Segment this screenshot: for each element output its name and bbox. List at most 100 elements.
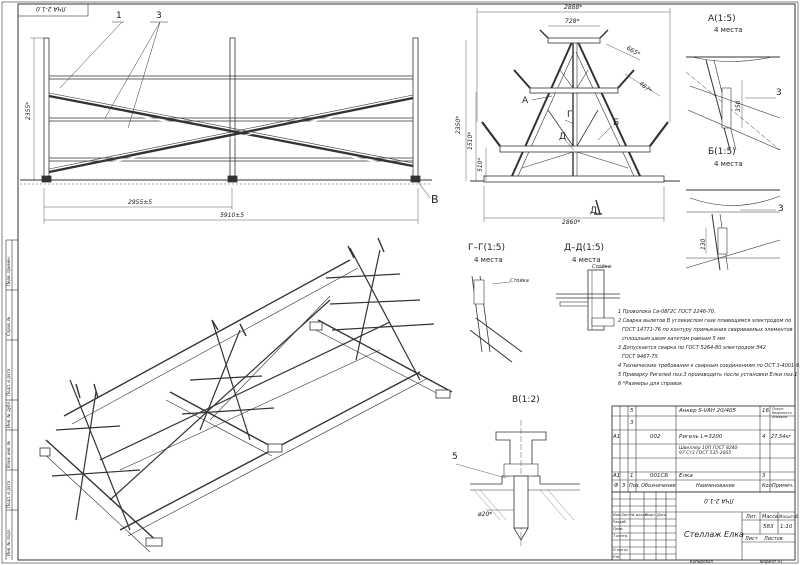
title-row-ncontrol: Н.контр. xyxy=(613,548,629,552)
spec-header-name: Наименование xyxy=(696,483,735,489)
detail-a xyxy=(685,56,781,151)
detail-d-title: Д–Д(1:5) xyxy=(564,243,605,253)
side-stamp: Подп. и дата xyxy=(6,368,11,396)
spec-row-anchor-note: Покуп. Ведомость Анкеров xyxy=(772,407,792,419)
note-line: 3 Допускается сварка по ГОСТ 5264-80 эле… xyxy=(618,345,766,351)
spec-header-zone: З xyxy=(622,483,626,489)
side-low-height-dim: 510* xyxy=(477,157,484,172)
title-block-designation: ЛЧА 2-1.0 xyxy=(704,497,735,504)
title-format: Формат А1 xyxy=(760,559,783,564)
detail-v xyxy=(455,420,580,548)
title-row-change: Изм. xyxy=(613,513,622,517)
detail-a-callout: 3 xyxy=(776,88,782,98)
side-mark-d-bottom: Д xyxy=(590,206,598,216)
title-block xyxy=(611,491,796,561)
isometric-view xyxy=(39,237,453,553)
detail-d-tag: Стойка xyxy=(592,264,611,270)
note-line: 1 Проволока Св-08Г2С ГОСТ 2246-70. xyxy=(618,309,716,315)
spec-row-anchor-qty: 16 xyxy=(762,408,769,414)
detail-g xyxy=(469,275,523,363)
spec-row-rigel-designation: 002 xyxy=(650,434,661,440)
detail-b-title: Б(1:5) xyxy=(708,147,736,157)
side-stamp: Взам. инв. № xyxy=(6,440,11,468)
title-block-name: Стеллаж Елка xyxy=(684,530,744,539)
detail-v-dim: ø20* xyxy=(478,511,493,518)
note-line: 4 Технические требования к сварным соеди… xyxy=(618,363,800,369)
title-copied: Копировал xyxy=(690,559,713,564)
note-line: сплошным швом катетом равным 5 мм xyxy=(622,336,725,342)
section-mark-v: В xyxy=(431,193,439,206)
spec-header-pos: Поз. xyxy=(629,483,641,489)
detail-b xyxy=(685,189,781,271)
notes-block: 1 Проволока Св-08Г2С ГОСТ 2246-70. 2 Сва… xyxy=(618,308,800,389)
detail-v-callout: 5 xyxy=(452,452,458,462)
detail-b-callout: 3 xyxy=(778,204,784,214)
spec-row-tree-pos: 1 xyxy=(630,473,634,479)
side-stamp: Подп. и дата xyxy=(6,480,11,508)
spec-row-rigel-fmt: А1 xyxy=(613,434,621,440)
spec-header-note: Примеч. xyxy=(772,483,794,489)
detail-v-title: В(1:2) xyxy=(512,395,540,405)
corner-stamp: ЛЧА 2-1.0 xyxy=(36,5,67,12)
spec-row-tree-name: Елка xyxy=(679,473,693,479)
front-total-length-dim: 5910±5 xyxy=(220,212,245,219)
title-row-developed: Разраб. xyxy=(613,520,627,524)
detail-b-subtitle: 4 места xyxy=(714,160,743,168)
title-scale-value: 1:10 xyxy=(780,524,793,530)
spec-row-rigel-mass: 27.54кг xyxy=(771,434,791,440)
front-height-dim: 2355* xyxy=(25,101,32,120)
side-bottom-width-dim: 2860* xyxy=(562,219,581,226)
spec-row-rigel-pos: 3 xyxy=(630,420,634,426)
detail-a-subtitle: 4 места xyxy=(714,26,743,34)
front-half-length-dim: 2955±5 xyxy=(128,199,153,206)
corner-stamp-box xyxy=(17,3,89,17)
side-view xyxy=(465,8,680,222)
title-row-approved: Утв. xyxy=(613,555,621,559)
side-mark-g: Г xyxy=(567,110,573,120)
side-stamp: Инв. № подл. xyxy=(6,528,11,556)
title-mass-label: Масса xyxy=(762,514,778,520)
spec-row-anchor-pos: 5 xyxy=(630,408,634,414)
title-sheets-label: Листов xyxy=(764,536,783,542)
title-row-sheet: Лист xyxy=(621,513,630,517)
side-stamp: Инв. № дубл. xyxy=(6,400,11,428)
note-line: 2 Сварка вылетов В углекислом газе плавя… xyxy=(618,318,792,324)
detail-d xyxy=(556,265,620,331)
front-view xyxy=(20,21,432,224)
note-line: ГОСТ 14771-76 по контуру примыкания свар… xyxy=(622,327,793,333)
inner-frame xyxy=(17,3,796,561)
side-mark-b: Б xyxy=(613,118,620,128)
title-row-date: Дата xyxy=(657,513,667,517)
spec-row-tree-designation: 001СБ xyxy=(650,473,669,479)
spec-header-designation: Обозначение xyxy=(641,483,676,489)
title-row-tcontrol: Т.контр. xyxy=(613,534,629,538)
side-mark-d: Д xyxy=(559,132,567,142)
spec-row-rigel-qty: 4 xyxy=(762,434,766,440)
spec-header-fmt: Ф xyxy=(614,483,619,489)
callout-1: 1 xyxy=(116,11,122,21)
detail-b-dim: 130 xyxy=(700,238,707,250)
side-mid-height-dim: 1510* xyxy=(467,131,474,150)
title-row-checked: Пров. xyxy=(613,527,624,531)
side-stamp: Перв. примен. xyxy=(6,255,11,286)
title-row-docnum: № докум. xyxy=(631,513,649,517)
note-line: 6 *Размеры для справок xyxy=(618,381,683,387)
spec-header-qty: Кол xyxy=(762,483,772,489)
spec-row-tree-qty: 3 xyxy=(762,473,766,479)
side-stamp: Справ. № xyxy=(6,316,11,336)
detail-a-dim: 350 xyxy=(735,100,742,112)
side-inner-width-dim: 728* xyxy=(565,18,580,25)
spec-row-channel-name: Швеллер 10П ГОСТ 8240-97 Ст3 ГОСТ 535-20… xyxy=(679,446,740,456)
detail-g-tag: Стойка xyxy=(510,278,529,284)
side-top-width-dim: 2888* xyxy=(564,4,583,11)
title-row-sign: Подп. xyxy=(645,513,656,517)
spec-row-rigel-name: Ригель L=3200 xyxy=(679,434,723,440)
detail-a-title: А(1:5) xyxy=(708,14,736,24)
title-sheet-label: Лист xyxy=(745,536,758,542)
left-stamp-strip xyxy=(5,239,18,560)
side-total-height-dim: 2350* xyxy=(455,115,462,134)
spec-row-anchor-name: Анкер S-VAH 20/405 xyxy=(679,408,736,414)
title-scale-label: Масштаб xyxy=(779,514,799,519)
